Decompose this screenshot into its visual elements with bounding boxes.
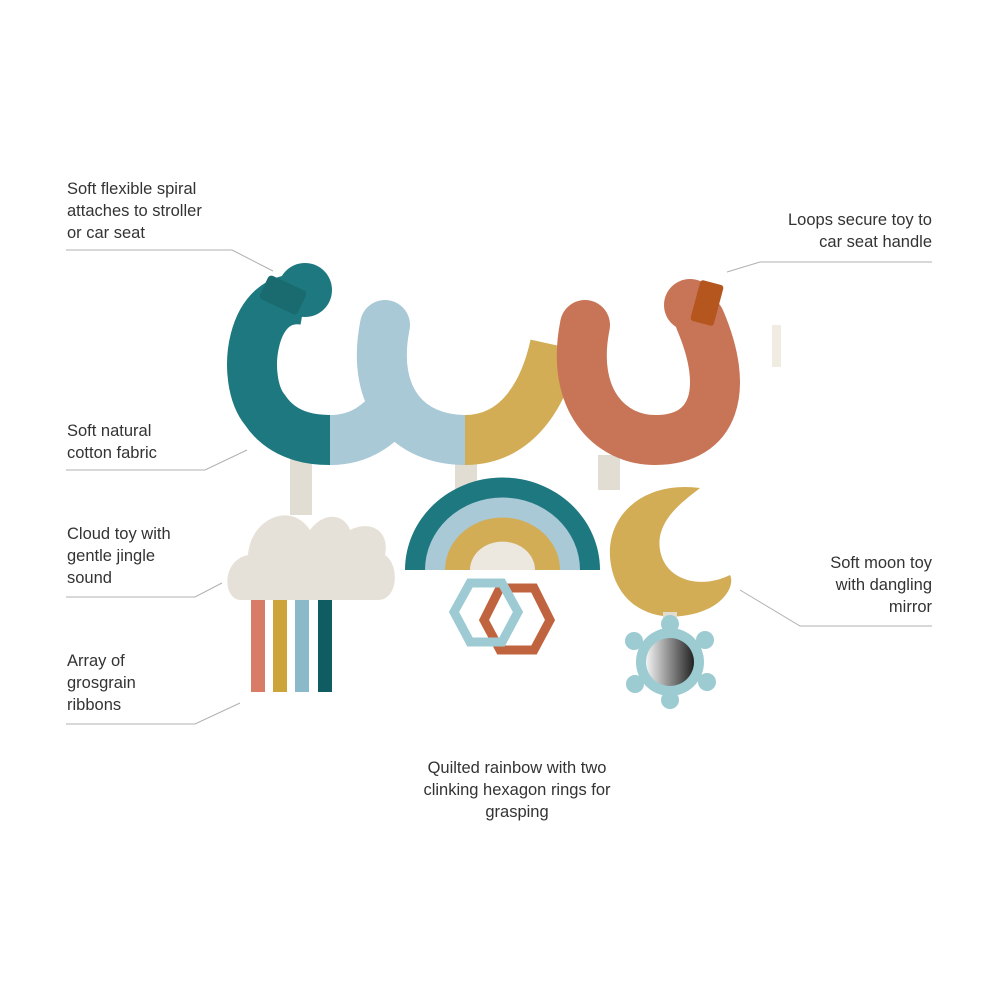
ribbon-blue [295,600,309,692]
leader-line-cloud [66,582,223,598]
callout-cloud: Cloud toy with gentle jingle sound [67,523,171,589]
leader-line-loops [726,261,932,273]
ribbon-coral [251,600,265,692]
rainbow-toy [405,477,600,655]
leader-line-moon [739,589,932,627]
callout-line: attaches to stroller [67,202,202,220]
callout-line: with dangling [835,576,932,594]
callout-line: Loops secure toy to [787,211,932,229]
callout-line: or car seat [67,224,145,242]
hexagon-ring-blue [448,578,524,647]
cloud-toy [227,515,395,692]
callout-moon: Soft moon toy with dangling mirror [830,552,932,618]
callout-line: car seat handle [819,233,932,251]
callout-line: grasping [485,803,549,821]
ribbon-mustard [273,600,287,692]
hexagon-ring-rust [478,583,556,655]
callout-spiral: Soft flexible spiral attaches to strolle… [67,178,202,244]
callout-ribbons: Array of grosgrain ribbons [67,650,136,716]
brand-tag [772,325,781,367]
callout-loops: Loops secure toy to car seat handle [788,209,932,253]
callout-line: gentle jingle [67,547,156,565]
loop-tab-teal [259,275,307,315]
callout-line: cotton fabric [67,444,157,462]
leader-line-fabric [66,449,248,471]
ribbon-teal [318,600,332,692]
callout-line: mirror [888,598,932,616]
callout-fabric: Soft natural cotton fabric [67,420,157,464]
callout-line: clinking hexagon rings for [423,781,611,799]
callout-line: sound [67,569,112,587]
callout-line: Array of [67,652,125,670]
loop-tab-rust [690,280,724,326]
spiral [227,274,740,466]
callout-line: Quilted rainbow with two [427,759,607,777]
callout-line: Soft moon toy [830,554,932,572]
leader-line-ribbons [66,702,241,725]
callout-line: Cloud toy with [67,525,171,543]
callout-rainbow: Quilted rainbow with two clinking hexago… [367,757,667,823]
leader-lines [66,249,932,725]
callout-line: Soft natural [67,422,152,440]
moon-toy [609,486,732,709]
mirror [646,638,694,686]
callout-line: ribbons [67,696,122,714]
callout-line: Soft flexible spiral [67,180,197,198]
callout-line: grosgrain [67,674,136,692]
leader-line-spiral [66,249,274,272]
